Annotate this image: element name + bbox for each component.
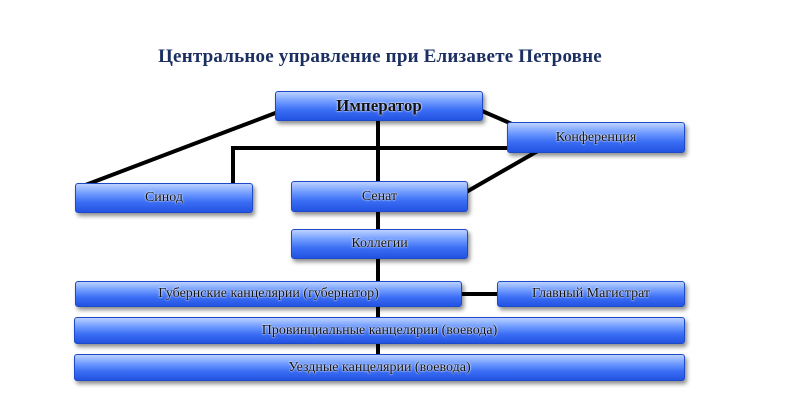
node-collegia: Коллегии [291, 229, 468, 259]
line-emperor-synod [85, 109, 281, 187]
diagram-title: Центральное управление при Елизавете Пет… [158, 46, 602, 67]
node-gubernia: Губернские канцелярии (губернатор) [75, 281, 462, 307]
node-synod: Синод [75, 183, 253, 213]
node-uezd: Уездные канцелярии (воевода) [74, 354, 685, 381]
line-synod-conference [231, 146, 512, 185]
node-senate: Сенат [291, 181, 468, 212]
node-magistrat: Главный Магистрат [497, 281, 685, 307]
node-province: Провинциальные канцелярии (воевода) [74, 317, 685, 344]
node-emperor: Император [275, 91, 483, 121]
line-senate-conference [465, 149, 539, 194]
line-emperor-conference [479, 108, 515, 127]
node-conference: Конференция [507, 122, 685, 153]
